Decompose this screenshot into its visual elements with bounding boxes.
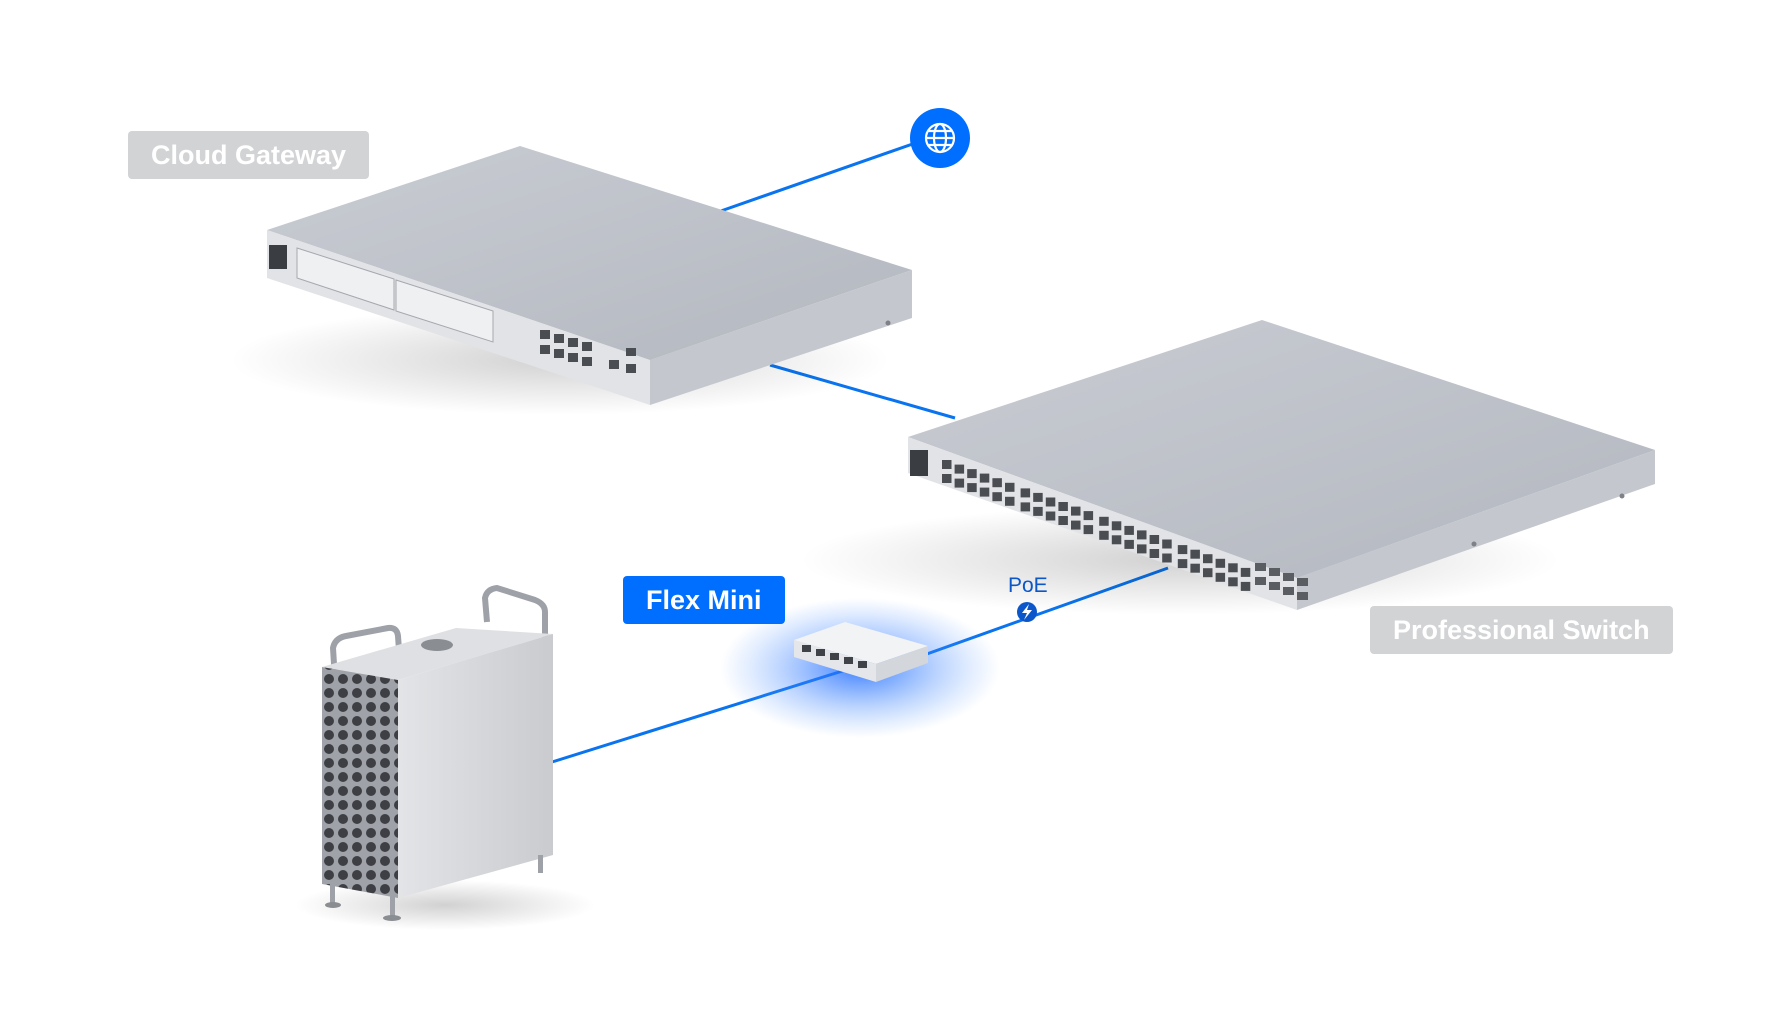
lightning-bolt-icon bbox=[1017, 602, 1037, 622]
cloud-gateway-label: Cloud Gateway bbox=[128, 131, 370, 179]
cloud-gateway-device[interactable] bbox=[230, 146, 912, 415]
flex-mini-label: Flex Mini bbox=[623, 576, 785, 624]
poe-label: PoE bbox=[1008, 574, 1048, 597]
mac-pro-computer[interactable] bbox=[295, 584, 595, 930]
globe-icon[interactable] bbox=[910, 108, 970, 168]
switch-display bbox=[910, 450, 928, 476]
switch-ports bbox=[942, 460, 1308, 600]
gateway-display bbox=[269, 245, 287, 269]
professional-switch-label: Professional Switch bbox=[1370, 606, 1673, 654]
internet-link bbox=[717, 138, 925, 214]
flex-mini-ports bbox=[802, 645, 867, 668]
gateway-ports bbox=[540, 330, 636, 373]
professional-switch-device[interactable] bbox=[800, 320, 1655, 615]
flex-mini-device[interactable] bbox=[720, 598, 1000, 738]
